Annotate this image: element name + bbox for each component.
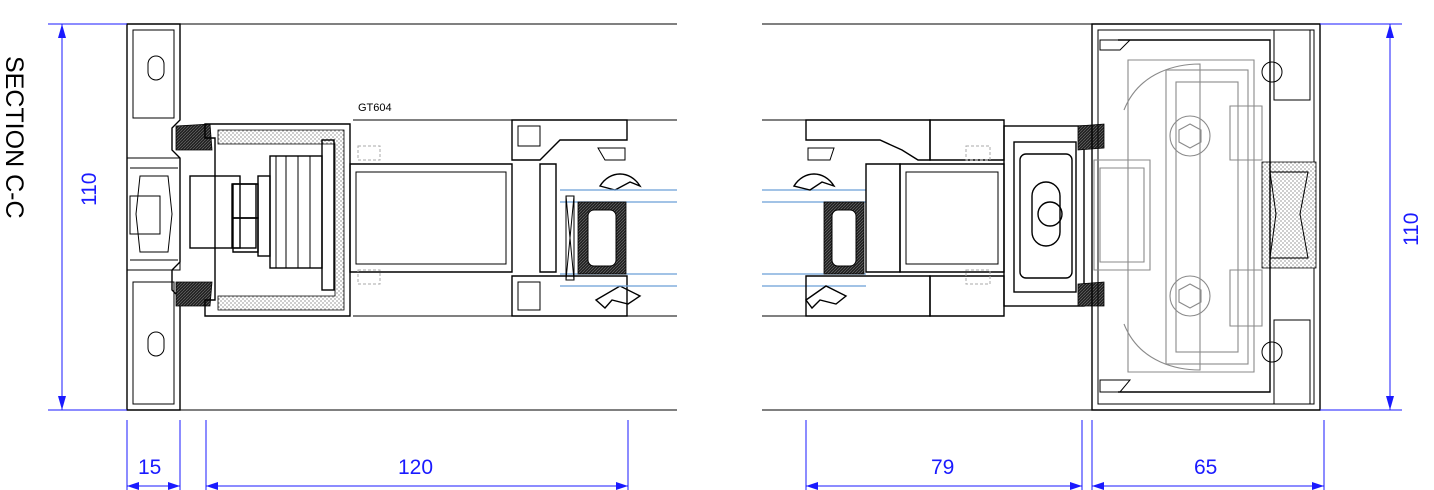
right-glazing-unit bbox=[762, 147, 866, 310]
dimension-width-79: 79 bbox=[805, 420, 1083, 490]
right-outer-frame bbox=[1091, 23, 1321, 411]
dimension-left-height: 110 bbox=[48, 23, 127, 411]
section-title: SECTION C-C bbox=[0, 56, 28, 219]
left-glazing-unit bbox=[560, 189, 677, 287]
left-outer-frame bbox=[126, 23, 181, 411]
right-rails bbox=[762, 23, 1092, 411]
dimension-right-height: 110 bbox=[1320, 23, 1423, 411]
dimension-width-15: 15 bbox=[126, 420, 181, 490]
dimension-width-15-value: 15 bbox=[138, 456, 161, 479]
dimension-width-120-value: 120 bbox=[398, 456, 433, 479]
dimension-width-65: 65 bbox=[1091, 420, 1325, 490]
left-sash-profile bbox=[175, 119, 642, 317]
dimension-right-height-value: 110 bbox=[1400, 213, 1423, 246]
profile-label: GT604 bbox=[358, 102, 392, 114]
dimension-width-65-value: 65 bbox=[1194, 456, 1217, 479]
dimension-width-120: 120 bbox=[205, 420, 629, 490]
hidden-roller-unit bbox=[1093, 59, 1263, 373]
dimension-width-79-value: 79 bbox=[931, 456, 954, 479]
dimension-left-height-value: 110 bbox=[78, 173, 101, 206]
